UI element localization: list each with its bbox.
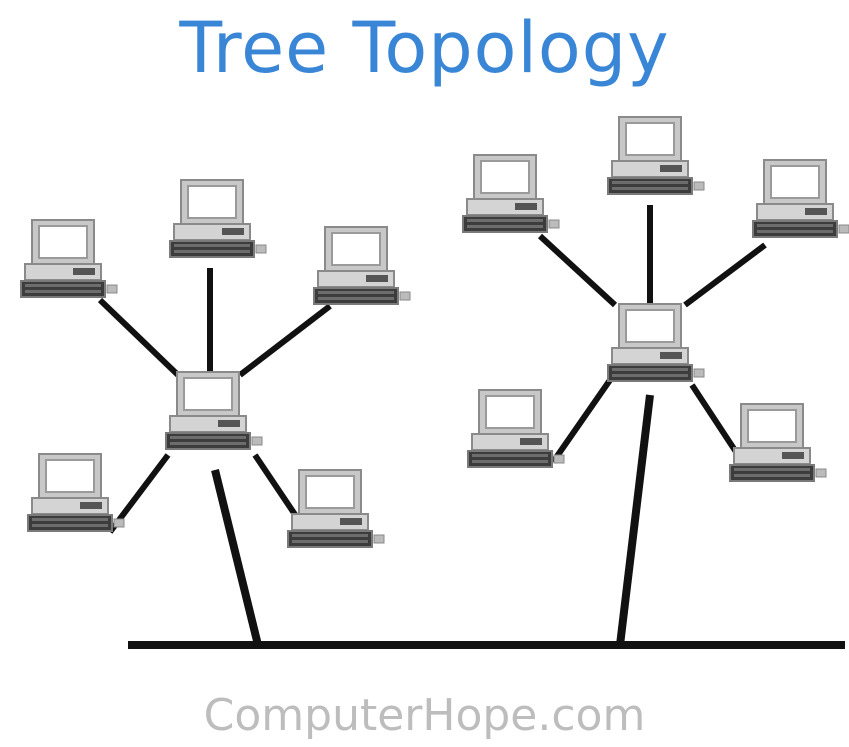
cable-left-hub-to-upper-right bbox=[238, 303, 332, 378]
left-lower-left-computer-icon bbox=[27, 453, 125, 532]
right-top-computer-icon bbox=[607, 116, 705, 195]
left-hub-computer-icon bbox=[165, 371, 263, 450]
right-upper-left-computer-icon bbox=[462, 154, 560, 233]
left-top-computer-icon bbox=[169, 179, 267, 258]
watermark-text: ComputerHope.com bbox=[203, 690, 646, 741]
diagram-title: Tree Topology bbox=[179, 7, 670, 89]
cable-right-hub-to-lower-right bbox=[689, 383, 743, 460]
cable-left-hub-to-lower-right bbox=[252, 453, 303, 524]
cable-right-hub-to-upper-right bbox=[683, 242, 767, 308]
cable-left-hub-to-upper-left bbox=[97, 297, 181, 378]
cable-right-hub-to-backbone bbox=[616, 394, 654, 646]
right-lower-right-computer-icon bbox=[729, 403, 827, 482]
cable-left-hub-to-backbone bbox=[211, 469, 262, 646]
left-upper-left-computer-icon bbox=[20, 219, 118, 298]
right-upper-right-computer-icon bbox=[752, 159, 849, 238]
right-lower-left-computer-icon bbox=[467, 389, 565, 468]
left-upper-right-computer-icon bbox=[313, 226, 411, 305]
cable-right-hub-to-lower-left bbox=[550, 378, 613, 464]
left-lower-right-computer-icon bbox=[287, 469, 385, 548]
cable-right-hub-to-upper-left bbox=[537, 233, 618, 308]
right-hub-computer-icon bbox=[607, 303, 705, 382]
